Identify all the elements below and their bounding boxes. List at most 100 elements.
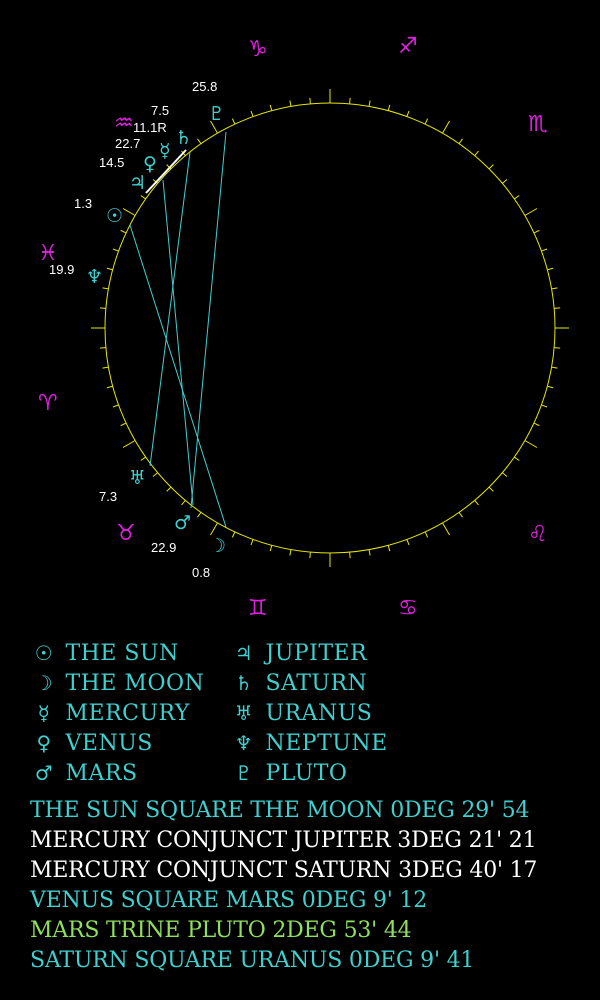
wheel-tick [368, 100, 371, 107]
wheel-tick [406, 110, 410, 117]
wheel-tick [514, 195, 520, 200]
wheel-tick [488, 486, 494, 492]
legend-item-saturn: ♄ SATURN [230, 668, 367, 698]
wheel-tick [166, 486, 172, 492]
legend-item-neptune: ♆ NEPTUNE [230, 728, 388, 758]
aspect-sun-square-moon: THE SUN SQUARE THE MOON 0DEG 29' 54 [30, 798, 530, 823]
wheel-tick [541, 248, 548, 252]
wheel-circle [104, 102, 556, 554]
wheel-tick [349, 97, 351, 104]
wheel-tick [289, 100, 292, 107]
wheel-tick [140, 456, 146, 461]
wheel-tick [387, 545, 391, 552]
wheel-tick [250, 110, 254, 117]
wheel-tick [533, 422, 540, 427]
degree-label-uranus: 7.3 [99, 489, 117, 504]
mars-icon: ♂ [34, 761, 54, 785]
degree-label-mars: 22.9 [151, 540, 176, 555]
sign-pisces-icon: ♓ [38, 241, 58, 266]
aspect-line-saturn-uranus [149, 151, 191, 467]
sign-capricorn-icon: ♑ [248, 37, 268, 62]
sun-icon: ☉ [34, 641, 54, 665]
wheel-tick [120, 422, 127, 427]
wheel-tick [102, 366, 109, 369]
aspect-venus-square-mars: VENUS SQUARE MARS 0DEG 9' 12 [30, 888, 428, 913]
wheel-tick [502, 179, 508, 184]
legend-label: MERCURY [65, 701, 190, 726]
legend-label: SATURN [265, 671, 368, 696]
legend-label: THE MOON [65, 671, 205, 696]
planet-mercury-icon: ☿ [159, 140, 171, 162]
wheel-tick [554, 347, 561, 349]
legend-label: THE SUN [65, 641, 179, 666]
aspect-lines [129, 131, 227, 528]
legend-label: NEPTUNE [265, 731, 388, 756]
wheel-tick [250, 539, 254, 546]
wheel-tick [120, 229, 127, 234]
planet-pluto-icon: ♇ [208, 103, 225, 125]
degree-label-pluto: 25.8 [192, 79, 217, 94]
planet-saturn-icon: ♄ [175, 127, 192, 149]
wheel-tick [231, 118, 236, 125]
uranus-icon: ♅ [234, 701, 254, 725]
wheel-tick [99, 307, 106, 309]
sign-cancer-icon: ♋ [398, 596, 418, 621]
legend-item-jupiter: ♃ JUPITER [230, 638, 367, 668]
wheel-tick [231, 531, 236, 538]
sign-gemini-icon: ♊ [248, 596, 268, 621]
aspect-line-sun-moon [129, 224, 227, 528]
astrology-chart-wheel: ♑ ♐ ♏ ♒ ♓ ♈ ♉ ♊ ♋ ♌ ♇ ♄ ☿ ♀ ♃ ☉ ♆ ♅ ♂ ☽ … [38, 34, 569, 621]
wheel-tick [406, 539, 410, 546]
planet-venus-icon: ♀ [143, 153, 157, 175]
aspect-line-mercury-jupiter [145, 149, 187, 194]
wheel-tick [122, 440, 136, 448]
legend-label: PLUTO [265, 761, 348, 786]
wheel-tick [442, 120, 450, 134]
legend-label: MARS [65, 761, 138, 786]
planet-neptune-icon: ♆ [86, 266, 103, 288]
aspect-mercury-conjunct-saturn: MERCURY CONJUNCT SATURN 3DEG 40' 17 [30, 858, 538, 883]
sign-leo-icon: ♌ [528, 522, 548, 547]
legend-item-sun: ☉ THE SUN [30, 638, 179, 668]
sign-aquarius-icon: ♒ [114, 111, 134, 136]
degree-label-neptune: 19.9 [49, 262, 74, 277]
jupiter-icon: ♃ [234, 641, 254, 665]
wheel-tick [488, 164, 494, 170]
moon-icon: ☽ [34, 671, 54, 695]
wheel-tick [554, 307, 561, 309]
legend-label: URANUS [265, 701, 373, 726]
wheel-tick [551, 366, 558, 369]
wheel-tick [474, 500, 479, 506]
wheel-tick [524, 208, 538, 216]
wheel-tick [458, 138, 463, 144]
legend-item-moon: ☽ THE MOON [30, 668, 204, 698]
aspect-saturn-square-uranus: SATURN SQUARE URANUS 0DEG 9' 41 [30, 948, 475, 973]
wheel-tick [524, 440, 538, 448]
legend-item-mars: ♂ MARS [30, 758, 138, 788]
wheel-tick [387, 104, 391, 111]
aspect-line-venus-mars [162, 179, 194, 506]
degree-label-sun: 1.3 [74, 196, 92, 211]
planet-sun-icon: ☉ [106, 205, 123, 227]
wheel-tick [197, 138, 202, 144]
wheel-tick [102, 287, 109, 290]
degree-label-venus: 14.5 [99, 155, 124, 170]
wheel-tick [210, 120, 218, 134]
wheel-tick [112, 404, 119, 408]
sign-aries-icon: ♈ [38, 391, 58, 416]
wheel-tick [541, 404, 548, 408]
wheel-tick [99, 347, 106, 349]
aspect-list: THE SUN SQUARE THE MOON 0DEG 29' 54 MERC… [30, 796, 595, 976]
legend-item-uranus: ♅ URANUS [230, 698, 372, 728]
wheel-tick [309, 97, 311, 104]
wheel-tick [551, 287, 558, 290]
legend-item-mercury: ☿ MERCURY [30, 698, 190, 728]
wheel-tick [106, 267, 113, 271]
sign-scorpio-icon: ♏ [528, 112, 548, 137]
neptune-icon: ♆ [234, 731, 254, 755]
degree-label-aquarius-retro: 11.1R [133, 120, 167, 135]
planet-jupiter-icon: ♃ [129, 172, 146, 194]
wheel-tick [533, 229, 540, 234]
wheel-tick [210, 522, 218, 536]
wheel-tick [152, 472, 158, 477]
